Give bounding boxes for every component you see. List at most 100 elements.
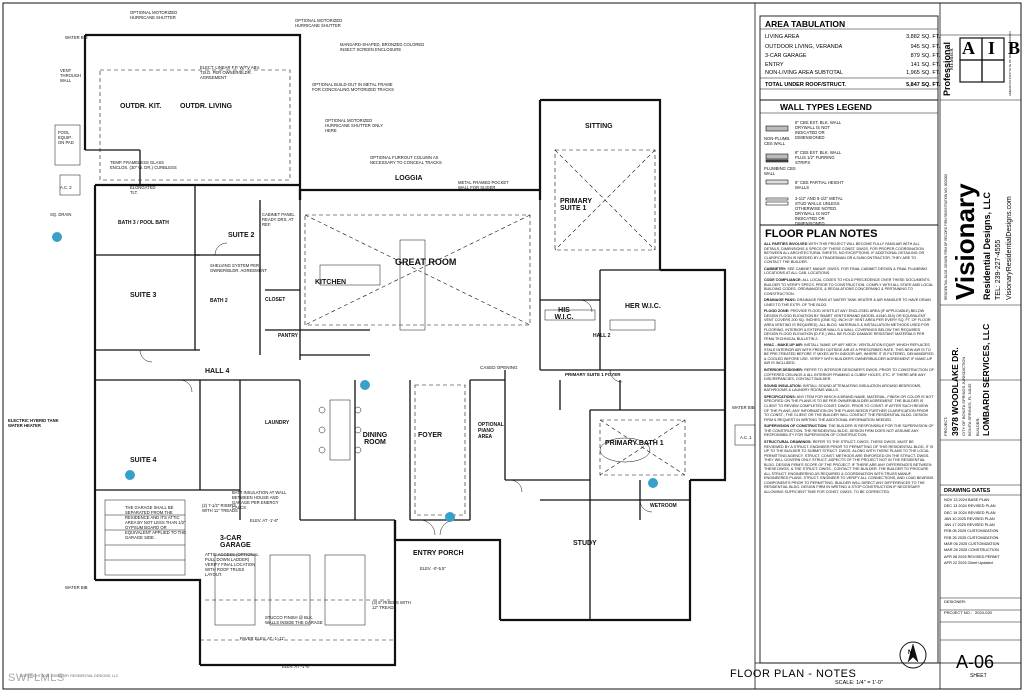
room-her-wic: HER W.I.C. (625, 303, 661, 310)
tb-project-lot: BONITA SPRINGS, FL 34135 (967, 383, 972, 436)
date-entry: DEC 13 2024 REVISED PLAN (944, 504, 996, 509)
floor-plan-notes-list: ALL PARTIES INVOLVED WITH THIS PROJECT W… (764, 242, 934, 496)
room-foyer: FOYER (418, 432, 443, 439)
wall-type-label: NON-PLUMB. CBS WALL (764, 136, 791, 147)
copyright: COPYRIGHT 2024 VISIONARY RESIDENTIAL DES… (20, 674, 119, 678)
tb-builder-label: BUILDER: (975, 417, 980, 436)
callout-shutter-3: OPTIONAL MOTORIZED HURRICANE SHUTTER ONL… (325, 118, 384, 134)
room-laundry: LAUNDRY (265, 420, 290, 426)
callout-elev-1: ELEV. AT -1'-6" (282, 664, 311, 669)
floor-plan-notes-title: FLOOR PLAN NOTES (765, 228, 878, 240)
room-entry-porch: ENTRY PORCH (413, 550, 464, 557)
note-item: HVAC - MAKE-UP AIR: INSTALL 'MAKE UP AIR… (764, 343, 934, 366)
sheet-scale: SCALE: 1/4" = 1'-0" (835, 680, 883, 686)
tb-firm-name: Visionary (950, 183, 980, 300)
callout-elongated-tlt: ELONGATED TLT. (130, 185, 156, 196)
room-hall-4: HALL 4 (205, 368, 230, 375)
room-suite-3: SUITE 3 (130, 292, 157, 299)
note-item: SPECIFICATIONS: ANY ITEM FOR WHICH A BRA… (764, 394, 934, 422)
tb-dates-list: NOV 13 2024 BASE PLAN DEC 13 2024 REVISE… (944, 497, 1019, 566)
tb-drawing-dates-title: DRAWING DATES (944, 488, 991, 494)
aibd-full: AMERICAN INSTITUTE OF BUILDING DESIGN (1008, 31, 1012, 96)
callout-risers: (3) 6" RISERS WITH 12" TREADS (372, 600, 411, 611)
window-tag (445, 512, 455, 522)
room-outdr-kit: OUTDR. KIT. (120, 103, 162, 110)
date-entry: APR 08 2025 REVISED PERMIT (944, 554, 1000, 559)
tb-project-no: 2024-020 (975, 610, 992, 615)
callout-elev-3: ELEV. -0'-5.5" (420, 566, 446, 571)
date-entry: FEB 25 2025 CUSTOMIZATION (944, 535, 999, 540)
callout-shelving: SHELVING SYSTEM PER OWNER/BLDR. AGREEMEN… (210, 263, 268, 274)
tb-project-no-label: PROJECT NO.: (944, 610, 972, 615)
note-item: SUPERVISION OF CONSTRUCTION: THE BUILDER… (764, 424, 934, 438)
callout-stucco: STUCCO FINISH @ BLK. WALLS INSIDE THE GA… (265, 615, 323, 626)
tb-firm-tel: TEL: 239-227-4555 (995, 239, 1002, 300)
window-tag (52, 232, 62, 242)
date-entry: APR 22 2025 Client Updated (944, 560, 993, 565)
callout-garage-separation: THE GARAGE SHALL BE SEPARATED FROM THE R… (125, 505, 187, 541)
date-entry: NOV 13 2024 BASE PLAN (944, 498, 990, 502)
wall-type-desc: 8" CBS EXT. BLK. WALL PLUS 1/2" FURRING … (795, 150, 842, 166)
callout-pool-equip: FOOL EQUIP. ON PAD (58, 130, 74, 146)
tb-builder-name: LOMBARDI SERVICES, LLC (981, 323, 991, 436)
room-bath-2: BATH 2 (210, 298, 228, 304)
date-entry: MAR 26 2025 CONSTRUCTION (944, 548, 999, 553)
room-loggia: LOGGIA (395, 175, 423, 182)
room-primary-suite: PRIMARY SUITE 1 (560, 198, 592, 212)
wall-type-desc: 8" CBS PARTIAL HEIGHT WALLS (795, 180, 844, 191)
room-kitchen: KITCHEN (315, 279, 347, 286)
note-item: FLOOD ZONE: PROVIDE FLOOD VENTS AT ANY E… (764, 309, 931, 341)
tb-designer-label: DESIGNER: (944, 599, 967, 604)
callout-shutter-1: OPTIONAL MOTORIZED HURRICANE SHUTTER (130, 10, 178, 21)
note-item: STRUCTURAL DRAWINGS: REFER TO THE STRUCT… (764, 439, 934, 494)
callout-paver-elev: PAVER ELEV. AT -1'-11" (240, 636, 286, 641)
callout-sq-drain: SQ. DRAIN (50, 212, 72, 217)
callout-ac-2: A.C. 2 (60, 185, 72, 190)
room-great-room: GREAT ROOM (395, 257, 457, 267)
date-entry: FEB 05 2025 CUSTOMIZATION (944, 529, 999, 534)
room-bath-3: BATH 3 / POOL BATH (118, 220, 169, 226)
callout-build-out: OPTIONAL BUILD-OUT IN METAL FRAME FOR CO… (312, 82, 394, 93)
room-study: STUDY (573, 540, 597, 547)
callout-batt-insulation: BATT INSULATION AT WALL BETWEEN HOUSE AN… (232, 490, 287, 511)
note-item: CABINETRY: SEE CABINET MANUF. DWGS. FOR … (764, 266, 928, 276)
sheet-number: A-06 (956, 652, 995, 672)
tb-firm-web: VisionaryResidentialDesigns.com (1006, 196, 1013, 300)
tb-firm-cert: RESIDENTIAL BLDG. DESIGN FIRM OF RECORD … (944, 173, 948, 300)
room-primary-bath: PRIMARY BATH 1 (605, 440, 664, 447)
room-his-wic: HIS W.I.C. (554, 307, 574, 321)
tb-project-address: 3978 WOODLAKE DR. (950, 347, 960, 436)
callout-frameless-glass: TEMP. FRAMELESS GLASS ENCLOS. (30" W. DR… (110, 160, 177, 171)
room-closet: CLOSET (265, 297, 286, 303)
room-garage: 3-CAR GARAGE (220, 535, 251, 549)
callout-furrout: OPTIONAL FURROUT COLUMN AS NECESSARY TO … (370, 155, 442, 166)
room-wetroom: WETROOM (650, 503, 677, 509)
note-item: CODE COMPLIANCE: ALL LOCAL CODES TO HOLD… (764, 277, 934, 296)
room-suite-foyer: PRIMARY SUITE 1 FOYER (565, 372, 621, 377)
sheet-title: FLOOR PLAN - NOTES (730, 668, 857, 680)
room-suite-2: SUITE 2 (228, 232, 255, 239)
room-sitting: SITTING (585, 123, 613, 130)
date-entry: DEC 19 2024 REVISED PLAN (944, 510, 996, 515)
room-outdr-living: OUTDR. LIVING (180, 103, 233, 110)
callout-garage-risers: (2) 7-1/2" RISERS WITH 11" TREADS (202, 503, 238, 514)
aibd-logo: AIBD (962, 38, 1024, 58)
wall-type-desc: 8" CBS EXT. BLK. WALL DRYWALL IS NOT IND… (795, 120, 842, 141)
wall-types-title: WALL TYPES LEGEND (780, 102, 872, 112)
tb-project-city: CITY OF BONITA SPRINGS JURISDICTION (961, 356, 966, 436)
room-pantry: PANTRY (278, 333, 298, 339)
sheet-label: SHEET (970, 673, 987, 679)
callout-screen-enclosure: MANSARD-SHAPED, BRONZED COLORED INSECT S… (340, 42, 425, 53)
callout-shutter-2: OPTIONAL MOTORIZED HURRICANE SHUTTER (295, 18, 343, 29)
callout-water-heater: ELECTRIC HYBRID TANK WATER HEATER (8, 418, 59, 429)
room-cased-opening: CASED OPENING (480, 365, 518, 370)
callout-attic-access: ATTIC ACCESS (OPTIONAL PULL DOWN LADDER)… (205, 552, 259, 578)
tb-firm-sub: Residential Designs, LLC (982, 191, 992, 300)
watermark-text: SWFLMLS (8, 672, 65, 684)
callout-water-bib-1: WATER BIB (65, 35, 88, 40)
callout-water-bib-3: WATER BIB (65, 585, 88, 590)
wall-type-label: PLUMBING CBS WALL (764, 166, 796, 177)
room-hall-2: HALL 2 (593, 333, 611, 339)
room-suite-4: SUITE 4 (130, 457, 157, 464)
